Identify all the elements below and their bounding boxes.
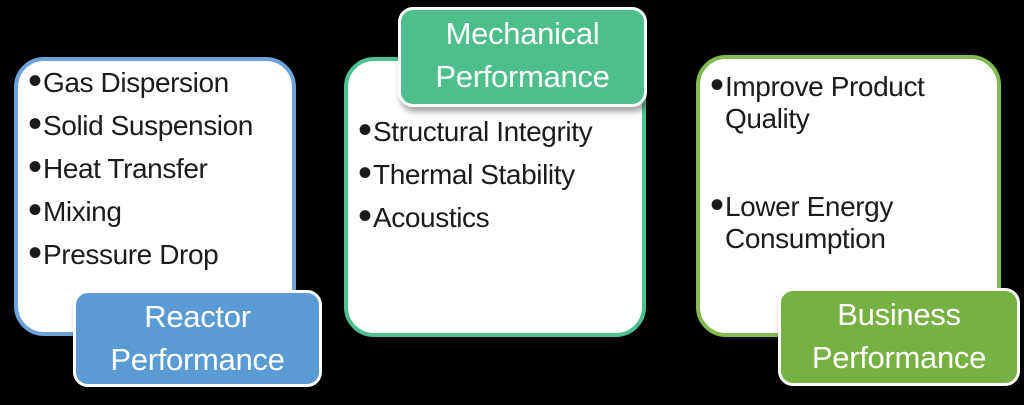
bullet-icon: • bbox=[710, 183, 724, 227]
list-item: • Heat Transfer bbox=[28, 145, 290, 189]
tag-mechanical-performance: Mechanical Performance bbox=[398, 7, 647, 107]
list-item-label: Structural Integrity bbox=[373, 116, 593, 147]
tag-reactor-performance: Reactor Performance bbox=[73, 290, 322, 387]
bullet-icon: • bbox=[28, 145, 42, 189]
reactor-bullet-list: • Gas Dispersion • Solid Suspension • He… bbox=[18, 59, 292, 275]
bullet-icon: • bbox=[28, 188, 42, 232]
bullet-icon: • bbox=[710, 63, 724, 107]
list-item-label: Mixing bbox=[43, 196, 122, 227]
list-item: • Mixing bbox=[28, 188, 290, 232]
tag-business-performance: Business Performance bbox=[778, 288, 1020, 386]
list-item-label: Solid Suspension bbox=[43, 110, 253, 141]
card-reactor-performance: • Gas Dispersion • Solid Suspension • He… bbox=[14, 57, 296, 336]
mechanical-bullet-list: • Structural Integrity • Thermal Stabili… bbox=[348, 61, 642, 238]
list-item: • Pressure Drop bbox=[28, 231, 290, 275]
list-item-label: Thermal Stability bbox=[373, 159, 575, 190]
list-item: • Structural Integrity bbox=[358, 108, 640, 152]
bullet-icon: • bbox=[358, 151, 372, 195]
list-item: • Gas Dispersion bbox=[28, 59, 290, 103]
list-item-label: Pressure Drop bbox=[43, 239, 219, 270]
business-bullet-list: • Improve Product Quality • Lower Energy… bbox=[700, 59, 997, 255]
bullet-icon: • bbox=[358, 108, 372, 152]
bullet-icon: • bbox=[28, 231, 42, 275]
list-item-label: Improve Product Quality bbox=[725, 71, 925, 134]
list-item: • Lower Energy Consumption bbox=[710, 183, 995, 255]
bullet-icon: • bbox=[358, 194, 372, 238]
list-item: • Improve Product Quality bbox=[710, 63, 995, 135]
bullet-icon: • bbox=[28, 102, 42, 146]
list-item: • Acoustics bbox=[358, 194, 640, 238]
list-item: • Thermal Stability bbox=[358, 151, 640, 195]
list-item-label: Gas Dispersion bbox=[43, 67, 229, 98]
list-item-label: Acoustics bbox=[373, 202, 490, 233]
list-item-label: Lower Energy Consumption bbox=[725, 191, 893, 254]
list-item: • Solid Suspension bbox=[28, 102, 290, 146]
list-item-label: Heat Transfer bbox=[43, 153, 208, 184]
bullet-icon: • bbox=[28, 59, 42, 103]
